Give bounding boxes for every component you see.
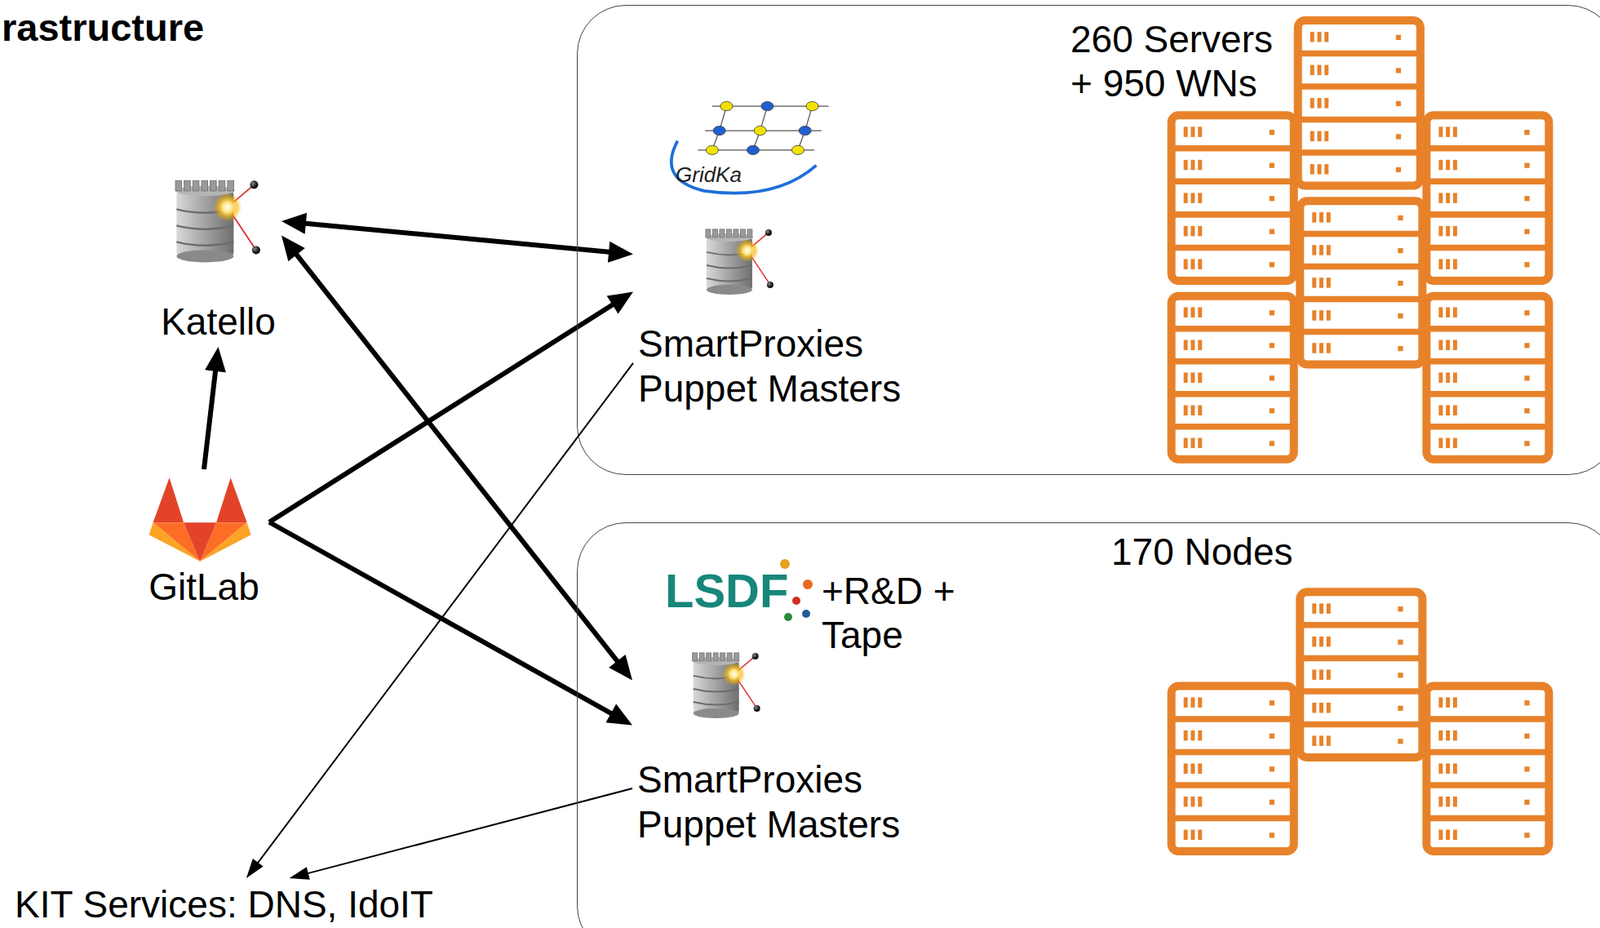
server-rack — [1299, 200, 1423, 364]
logo-text: LSDF — [664, 562, 789, 619]
service-node: Katello — [155, 167, 282, 347]
connector-group — [281, 235, 633, 681]
connector — [203, 366, 217, 470]
capacity-text: 170 Nodes — [1111, 529, 1373, 574]
arrow-head — [281, 235, 306, 262]
server-rack — [1171, 296, 1295, 460]
connector-group — [281, 212, 634, 263]
connector — [269, 522, 616, 716]
connector — [269, 301, 617, 522]
node-label: SmartProxies Puppet Masters — [638, 321, 924, 411]
service-node: SmartProxies Puppet Masters — [633, 226, 929, 414]
service-node: SmartProxies Puppet Masters — [632, 645, 928, 850]
node-label: Katello — [160, 299, 276, 344]
server-rack — [1426, 115, 1549, 281]
server-rack — [1299, 591, 1423, 758]
server-rack — [1426, 296, 1549, 460]
page-title: rastructure — [1, 4, 204, 50]
katello-icon — [705, 229, 774, 295]
arrow-head — [289, 866, 311, 879]
katello-icon — [175, 180, 261, 262]
arrow-head — [204, 346, 227, 373]
connector — [301, 222, 614, 253]
node-label: KIT Services: DNS, IdoIT — [14, 881, 434, 927]
site-panel: 260 Servers + 950 WNsSmartProxies Puppet… — [576, 4, 1600, 475]
arrow-head — [281, 212, 307, 235]
gridka-logo — [671, 101, 829, 193]
gitlab-logo — [149, 477, 252, 562]
logo-text: GridKa — [675, 162, 742, 188]
server-rack — [1171, 115, 1295, 281]
arrow-head — [605, 704, 633, 726]
node-label: GitLab — [148, 564, 260, 609]
arrow-head — [608, 654, 633, 681]
server-rack — [1426, 685, 1549, 851]
server-rack — [1298, 20, 1421, 187]
server-rack — [1171, 685, 1295, 851]
connector-group — [203, 346, 227, 470]
service-node: KIT Services: DNS, IdoIT — [9, 877, 440, 928]
connector-group — [246, 363, 634, 878]
connector — [304, 788, 633, 874]
arrow-head — [246, 858, 264, 878]
connector-group — [269, 522, 633, 726]
arrow-head — [607, 292, 634, 315]
service-node: GitLab — [138, 469, 270, 612]
arrow-head — [607, 241, 634, 263]
node-label: SmartProxies Puppet Masters — [637, 757, 923, 847]
capacity-text: 260 Servers + 950 WNs — [1070, 17, 1287, 107]
connector-group — [269, 292, 634, 523]
connector — [293, 250, 621, 665]
annotation: +R&D + Tape — [821, 568, 985, 658]
connector-group — [289, 788, 633, 880]
katello-icon — [692, 652, 761, 719]
